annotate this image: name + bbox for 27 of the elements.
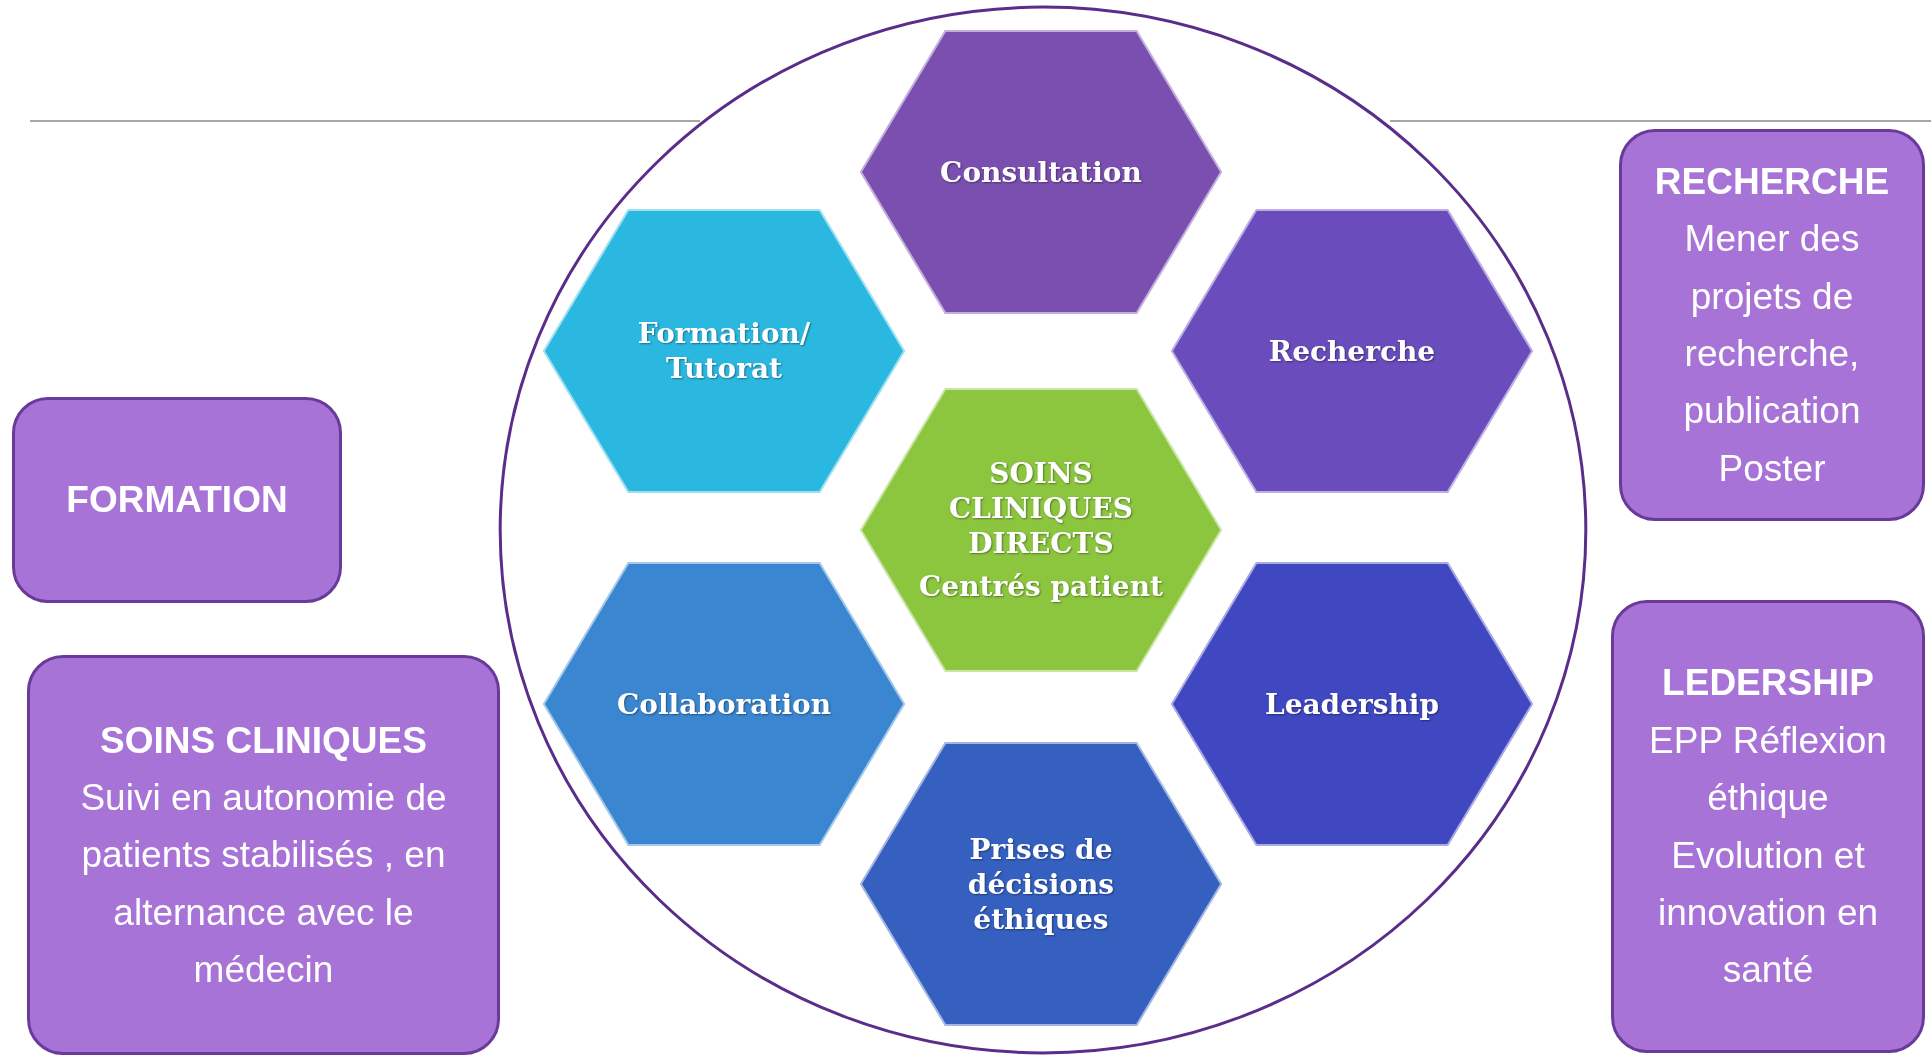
card-heading: LEDERSHIP: [1662, 661, 1874, 706]
hexagon-label: Recherche: [1268, 333, 1436, 369]
hexagon-tile: [1167, 206, 1537, 496]
card-heading: SOINS CLINIQUES: [100, 718, 427, 763]
hexagon-tile: [856, 385, 1226, 675]
info-card: [1611, 600, 1925, 1053]
card-text: EPP Réflexion éthique Evolution et innovation en santé: [1648, 718, 1888, 993]
info-card: [1619, 129, 1925, 521]
hexagon-label: Consultation: [940, 154, 1142, 190]
circle-outline: [498, 5, 1588, 1055]
hexagon-tile: [539, 206, 909, 496]
hexagon-tile: [1167, 559, 1537, 849]
card-heading: RECHERCHE: [1654, 159, 1890, 204]
card-text: Suivi en autonomie de patients stabilisés , en alternance avec le médecin: [79, 776, 448, 992]
hexagon-tile: [539, 559, 909, 849]
hexagon-tile: [856, 739, 1226, 1029]
hexagon-label: Centrés patient: [919, 569, 1163, 604]
hexagon-label: Collaboration: [616, 686, 832, 722]
card-text: Mener des projets de recherche, publication Poster: [1682, 217, 1862, 491]
info-card: [27, 655, 500, 1055]
hexagon-label: SOINS CLINIQUES DIRECTS: [947, 456, 1135, 561]
hexagon-tile: [856, 27, 1226, 317]
info-card: [12, 397, 342, 603]
hexagon-label: Prises de décisions éthiques: [966, 831, 1116, 937]
hexagon-label: Leadership: [1264, 686, 1440, 722]
card-heading: FORMATION: [66, 478, 288, 523]
hexagon-label: Formation/ Tutorat: [636, 316, 812, 386]
